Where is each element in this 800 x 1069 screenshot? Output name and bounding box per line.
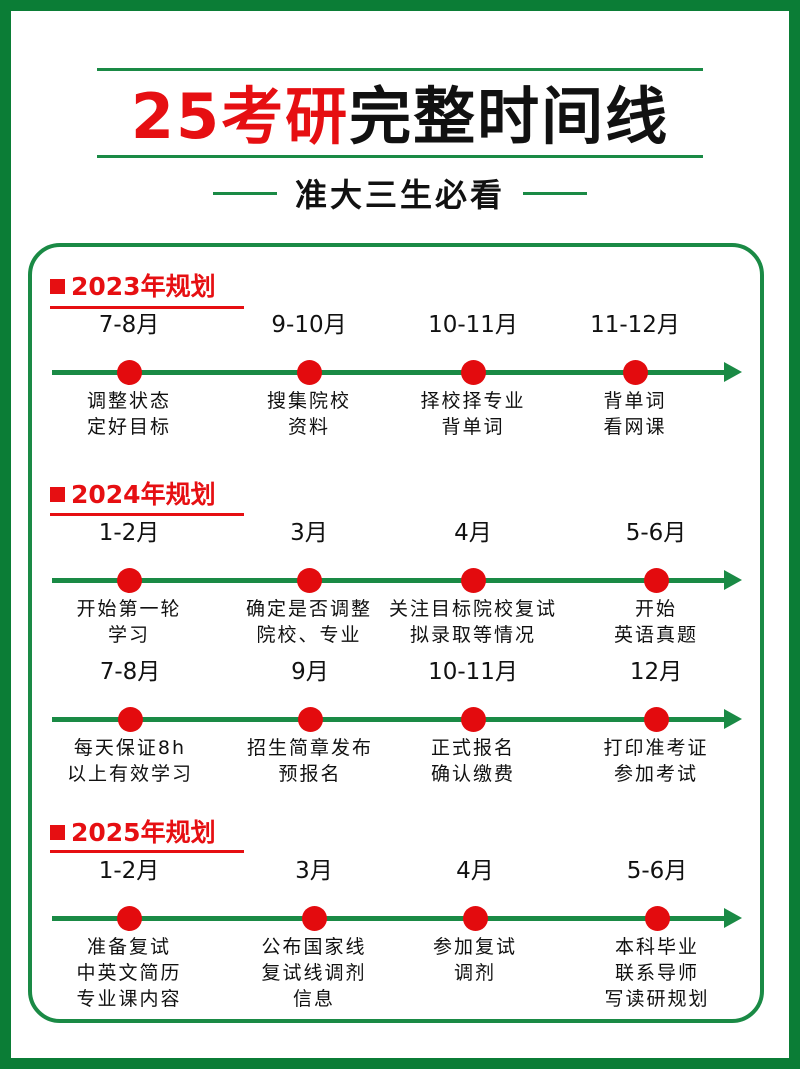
node-description: 开始英语真题: [613, 598, 698, 646]
red-dot-marker: [117, 906, 142, 931]
title-main: 完整时间线: [349, 80, 670, 153]
subtitle-row: 准大三生必看: [0, 170, 800, 216]
timeline-node: 10-11月择校择专业背单词: [383, 312, 563, 438]
arrow-right-icon: [724, 570, 742, 590]
timeline-axis: [52, 916, 728, 921]
section-underline: [50, 513, 244, 516]
section-underline: [50, 850, 244, 853]
timeline-node: 3月公布国家线复试线调剂信息: [224, 858, 404, 1010]
timeline-node: 1-2月准备复试中英文简历专业课内容: [39, 858, 219, 1010]
red-dot-marker: [645, 906, 670, 931]
red-dot-marker: [117, 568, 142, 593]
red-dot-marker: [297, 360, 322, 385]
section-underline: [50, 306, 244, 309]
red-dot-marker: [463, 906, 488, 931]
subtitle-right-bar: [523, 191, 587, 195]
arrow-right-icon: [724, 362, 742, 382]
red-dot-marker: [302, 906, 327, 931]
square-bullet-icon: [50, 487, 65, 502]
timeline-node: 3月确定是否调整院校、专业: [219, 520, 399, 646]
node-description: 择校择专业背单词: [420, 390, 526, 438]
red-dot-marker: [117, 360, 142, 385]
node-description: 公布国家线复试线调剂信息: [261, 936, 367, 1010]
timeline-node: 5-6月开始英语真题: [566, 520, 746, 646]
timeline-node: 5-6月本科毕业联系导师写读研规划: [567, 858, 747, 1010]
timeline-node: 9-10月搜集院校资料: [219, 312, 399, 438]
red-dot-marker: [461, 568, 486, 593]
red-dot-marker: [623, 360, 648, 385]
red-dot-marker: [118, 707, 143, 732]
section-heading-2025: 2025年规划: [50, 818, 216, 848]
title-bottom-rule: [97, 155, 703, 158]
page-title: 25考研完整时间线: [0, 82, 800, 152]
section-heading-2024: 2024年规划: [50, 480, 216, 510]
red-dot-marker: [297, 568, 322, 593]
timeline-2025-row-1: 1-2月准备复试中英文简历专业课内容 3月公布国家线复试线调剂信息 4月参加复试…: [52, 858, 742, 1010]
title-highlight: 25考研: [130, 80, 350, 153]
square-bullet-icon: [50, 279, 65, 294]
timeline-card: [28, 243, 764, 1023]
section-heading-2023: 2023年规划: [50, 272, 216, 302]
red-dot-marker: [644, 707, 669, 732]
subtitle-left-bar: [212, 191, 277, 195]
timeline-axis: [52, 717, 728, 722]
node-description: 背单词看网课: [603, 390, 667, 438]
timeline-node: 10-11月正式报名确认缴费: [383, 659, 563, 785]
timeline-node: 4月参加复试调剂: [385, 858, 565, 984]
node-description: 参加复试调剂: [432, 936, 517, 984]
node-description: 搜集院校资料: [266, 390, 351, 438]
node-description: 确定是否调整院校、专业: [245, 598, 372, 646]
node-description: 准备复试中英文简历专业课内容: [76, 936, 182, 1010]
timeline-node: 11-12月背单词看网课: [545, 312, 725, 438]
timeline-node: 9月招生简章发布预报名: [220, 659, 400, 785]
red-dot-marker: [298, 707, 323, 732]
timeline-node: 7-8月调整状态定好目标: [39, 312, 219, 438]
subtitle: 准大三生必看: [294, 176, 505, 214]
timeline-node: 12月打印准考证参加考试: [566, 659, 746, 785]
arrow-right-icon: [724, 908, 742, 928]
square-bullet-icon: [50, 825, 65, 840]
red-dot-marker: [461, 707, 486, 732]
timeline-2024-row-1: 1-2月开始第一轮学习 3月确定是否调整院校、专业 4月关注目标院校复试拟录取等…: [52, 520, 742, 646]
timeline-node: 1-2月开始第一轮学习: [39, 520, 219, 646]
node-description: 关注目标院校复试拟录取等情况: [388, 598, 557, 646]
node-description: 招生简章发布预报名: [246, 737, 373, 785]
node-description: 正式报名确认缴费: [430, 737, 515, 785]
timeline-axis: [52, 370, 728, 375]
arrow-right-icon: [724, 709, 742, 729]
poster-page: [11, 11, 789, 1058]
timeline-2023-row-1: 7-8月调整状态定好目标 9-10月搜集院校资料 10-11月择校择专业背单词 …: [52, 312, 742, 438]
red-dot-marker: [461, 360, 486, 385]
timeline-axis: [52, 578, 728, 583]
red-dot-marker: [644, 568, 669, 593]
node-description: 调整状态定好目标: [86, 390, 171, 438]
node-description: 本科毕业联系导师写读研规划: [604, 936, 710, 1010]
node-description: 打印准考证参加考试: [603, 737, 709, 785]
timeline-node: 4月关注目标院校复试拟录取等情况: [383, 520, 563, 646]
node-description: 开始第一轮学习: [76, 598, 182, 646]
title-top-rule: [97, 68, 703, 71]
